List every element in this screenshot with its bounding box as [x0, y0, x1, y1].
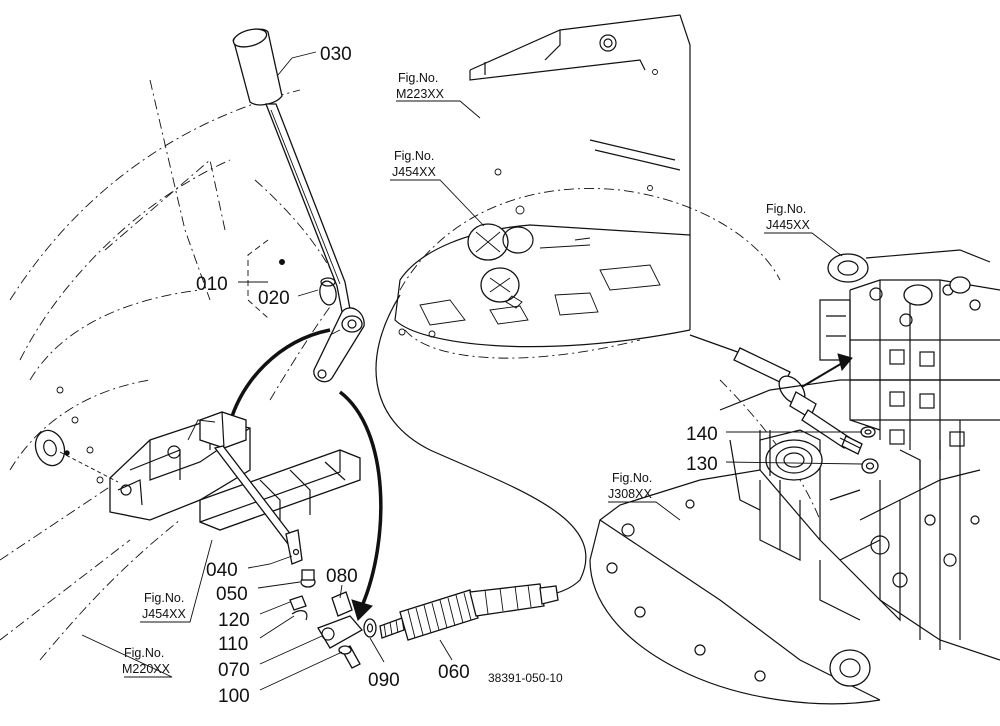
label-060: 060	[438, 662, 470, 683]
transmission-housing	[589, 249, 1000, 705]
svg-text:J445XX: J445XX	[766, 218, 810, 232]
label-040: 040	[206, 560, 238, 581]
drawing-code: 38391-050-10	[488, 671, 563, 685]
leader-lines	[81, 51, 863, 691]
svg-text:Fig.No.: Fig.No.	[124, 646, 164, 660]
shift-lever-assembly	[232, 28, 365, 383]
fig-ref-j454xx-bottom[interactable]: Fig.No. J454XX	[142, 591, 186, 621]
svg-text:M223XX: M223XX	[396, 87, 445, 101]
svg-text:Fig.No.: Fig.No.	[766, 202, 806, 216]
label-130: 130	[686, 454, 718, 475]
label-010: 010	[196, 274, 228, 295]
lever-bracket	[34, 329, 361, 565]
bushing	[319, 280, 337, 306]
fig-ref-m220xx[interactable]: Fig.No. M220XX	[122, 646, 171, 676]
housing-m223	[394, 14, 691, 348]
svg-text:Fig.No.: Fig.No.	[144, 591, 184, 605]
svg-text:J454XX: J454XX	[392, 165, 436, 179]
svg-text:M220XX: M220XX	[122, 662, 171, 676]
label-090: 090	[368, 670, 400, 691]
svg-text:Fig.No.: Fig.No.	[398, 71, 438, 85]
svg-text:Fig.No.: Fig.No.	[612, 471, 652, 485]
label-100: 100	[218, 686, 250, 707]
label-030: 030	[320, 44, 352, 65]
part-labels: 030 010 020 040 050 120 110 070 100 080 …	[196, 44, 718, 707]
fig-ref-m223xx[interactable]: Fig.No. M223XX	[396, 71, 445, 101]
label-020: 020	[258, 288, 290, 309]
label-050: 050	[216, 584, 248, 605]
svg-text:J454XX: J454XX	[142, 607, 186, 621]
figure-references: Fig.No. M223XX Fig.No. J454XX Fig.No. J4…	[122, 71, 810, 676]
label-070: 070	[218, 660, 250, 681]
fig-ref-j454xx-top[interactable]: Fig.No. J454XX	[392, 149, 436, 179]
fig-ref-j308xx[interactable]: Fig.No. J308XX	[608, 471, 652, 501]
label-110: 110	[218, 634, 248, 655]
svg-text:J308XX: J308XX	[608, 487, 652, 501]
fig-ref-j445xx[interactable]: Fig.No. J445XX	[766, 202, 810, 232]
control-cable	[375, 294, 879, 641]
svg-text:Fig.No.: Fig.No.	[394, 149, 434, 163]
phantom-outlines	[0, 79, 821, 661]
label-080: 080	[326, 566, 358, 587]
label-140: 140	[686, 424, 718, 445]
small-parts	[289, 569, 377, 669]
label-120: 120	[218, 610, 250, 631]
